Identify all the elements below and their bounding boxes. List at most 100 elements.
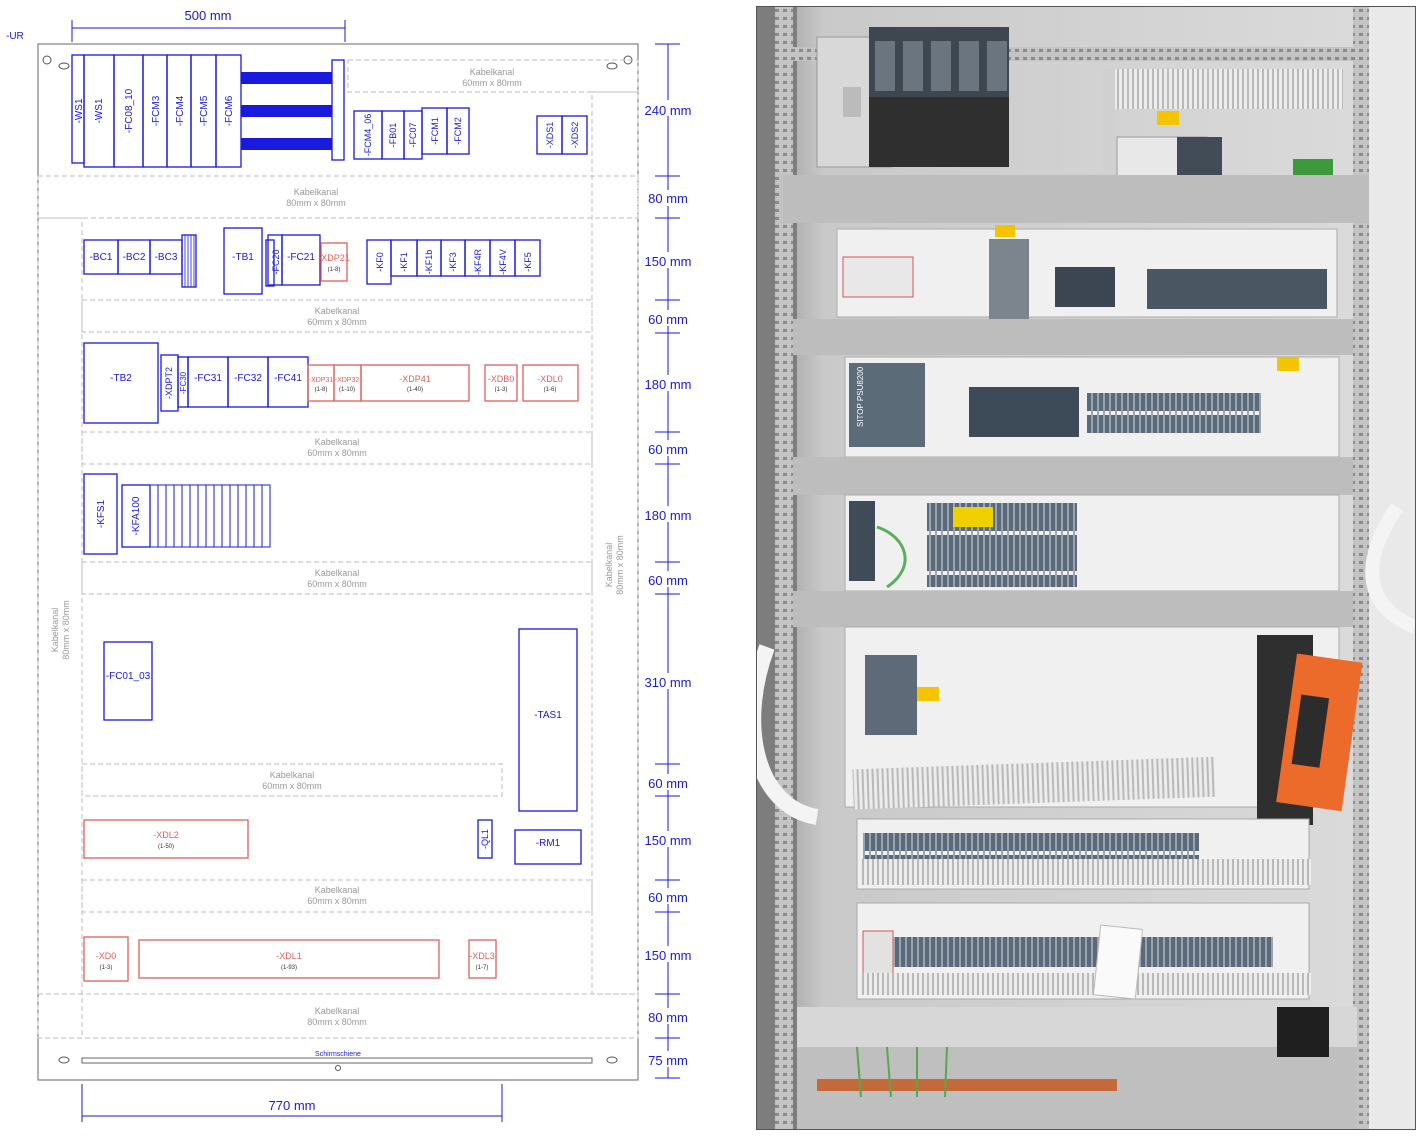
row2-outlines (83, 227, 541, 295)
label-fb01: -FB01 (388, 123, 398, 148)
duct-label-3: Kabelkanal (315, 306, 360, 316)
range-xdp31: (1-8) (315, 387, 328, 393)
row2-relays (1055, 267, 1115, 307)
duct-size-6: 60mm x 80mm (262, 781, 322, 791)
kfa-module (189, 484, 199, 548)
label-fc31: -FC31 (194, 373, 222, 384)
duct-size-8: 80mm x 80mm (307, 1017, 367, 1027)
kfa-module (197, 484, 207, 548)
label-xdl2: -XDL2 (153, 830, 179, 840)
duct-size-left: 80mm x 80mm (61, 600, 71, 660)
corner-label: -UR (6, 31, 24, 42)
range-xdp21: (1-8) (328, 267, 341, 273)
row3-terminals (1087, 393, 1261, 433)
label-kfs1: -KFS1 (96, 499, 107, 528)
dim-row-10: 60 mm (648, 776, 688, 791)
label-tas1: -TAS1 (534, 710, 562, 721)
label-kfa100: -KFA100 (131, 496, 142, 535)
duct-label-8: Kabelkanal (315, 1006, 360, 1016)
duct-size-top: 60mm x 80mm (462, 78, 522, 88)
kfa-module (205, 484, 215, 548)
label-xdl3: -XDL3 (469, 951, 495, 961)
label-kf0: -KF0 (375, 252, 385, 272)
row6-duct (861, 859, 1311, 885)
label-fc07: -FC07 (408, 122, 418, 147)
row3-outlines (83, 342, 309, 424)
schirmschiene-hole (335, 1065, 341, 1071)
label-ws2: -WS1 (74, 98, 85, 123)
duct-panel-4 (793, 591, 1353, 627)
duct-label-2: Kabelkanal (294, 187, 339, 197)
label-xdb0: -XDB0 (488, 374, 515, 384)
row5-outlines (103, 628, 578, 812)
row3-terminals (307, 364, 579, 402)
cable-conduit-left (757, 644, 819, 825)
label-kf5: -KF5 (523, 252, 533, 272)
label-tb2: -TB2 (110, 373, 132, 384)
dim-row-11: 150 mm (645, 833, 692, 848)
top-wiring (869, 97, 1009, 167)
cable-ducts (37, 59, 639, 1039)
label-xdp41: -XDP41 (399, 374, 431, 384)
pe-wires (856, 1046, 948, 1098)
duct-label-6: Kabelkanal (270, 770, 315, 780)
label-tb1: -TB1 (232, 252, 254, 263)
label-fcm4: -FCM4 (175, 95, 186, 126)
left-rail (775, 7, 793, 1129)
label-fc20: -FC20 (271, 249, 281, 274)
duct-size-3: 60mm x 80mm (307, 317, 367, 327)
dim-row-6: 60 mm (648, 442, 688, 457)
label-fcm2: -FCM2 (453, 117, 463, 145)
kfa-module (213, 484, 223, 548)
label-bc2: -BC2 (123, 252, 146, 263)
duct-size-5: 60mm x 80mm (307, 579, 367, 589)
range-xdp32: (1-10) (339, 387, 355, 393)
label-xdp31: -XDP31 (309, 377, 334, 384)
label-xdl0: -XDL0 (537, 374, 563, 384)
duct-label-left: Kabelkanal (50, 608, 60, 653)
label-fc08: -FC08_10 (124, 88, 135, 133)
label-rm1: -RM1 (536, 838, 561, 849)
dim-row-1: 240 mm (645, 103, 692, 118)
mount-slot-bl (58, 1056, 70, 1064)
range-xdl1: (1-93) (281, 965, 297, 971)
bottom-plate (797, 1007, 1357, 1047)
label-fc21: -FC21 (287, 252, 315, 263)
kfa-module (165, 484, 175, 548)
label-fcm1: -FCM1 (430, 117, 440, 145)
label-bc3: -BC3 (155, 252, 178, 263)
label-fc30: -FC30 (179, 371, 188, 394)
kfa-module (237, 484, 247, 548)
dim-row-4: 60 mm (648, 312, 688, 327)
label-kf3: -KF3 (448, 252, 458, 272)
label-xdp32: -XDP32 (335, 377, 360, 384)
dim-row-7: 180 mm (645, 508, 692, 523)
range-xdp41: (1-40) (407, 387, 423, 393)
row5-breaker (865, 655, 917, 735)
label-xdl1: -XDL1 (276, 951, 302, 961)
row2-fuses (842, 256, 914, 298)
busbars (241, 72, 332, 150)
schirmschiene-label: Schirmschiene (315, 1051, 361, 1058)
dim-row-15: 75 mm (648, 1053, 688, 1068)
dim-row-8: 60 mm (648, 573, 688, 588)
bottom-width-label: 770 mm (269, 1098, 316, 1113)
label-fc41: -FC41 (274, 373, 302, 384)
range-xdl0: (1-6) (544, 387, 557, 393)
bc3-fins (184, 235, 195, 287)
dim-row-14: 80 mm (648, 1010, 688, 1025)
range-xdl3: (1-7) (476, 965, 489, 971)
xdp21-box (320, 242, 348, 282)
row7-terminals (893, 937, 1273, 967)
top-bracket (1103, 69, 1115, 189)
dim-row-9: 310 mm (645, 675, 692, 690)
label-ql1: -QL1 (480, 829, 490, 849)
kfa-module (157, 484, 167, 548)
cabinet-photo: SITOP PSU8200 (756, 6, 1416, 1130)
duct-label-4: Kabelkanal (315, 437, 360, 447)
bottom-terminal-block (1277, 1007, 1329, 1057)
dim-row-3: 150 mm (645, 254, 692, 269)
range-xdl2: (1-50) (158, 844, 174, 850)
top-dimension (71, 20, 346, 42)
duct-labels-vertical: Kabelkanal 80mm x 80mm Kabelkanal 80mm x… (50, 535, 625, 660)
